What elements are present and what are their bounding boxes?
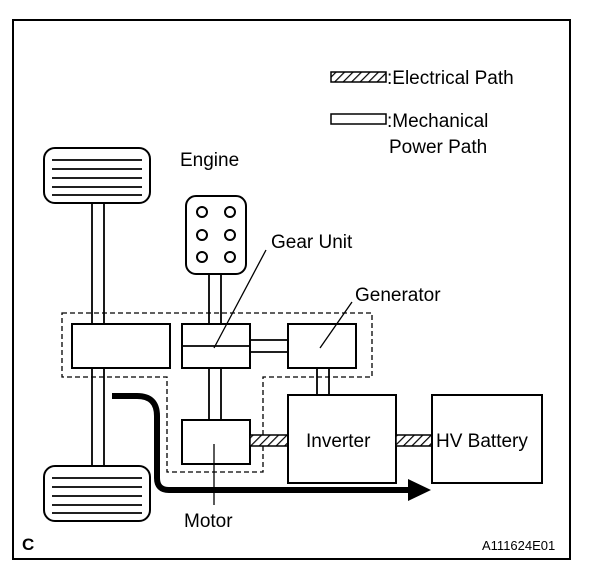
electrical-path-motor-inverter <box>249 434 289 447</box>
electrical-path-swatch <box>330 71 387 83</box>
differential-box <box>71 323 171 369</box>
mechanical-path-swatch <box>330 113 387 125</box>
mechanical-path-label-line2: Power Path <box>389 137 487 158</box>
hv-battery <box>431 394 543 484</box>
motor-label: Motor <box>184 511 233 532</box>
engine <box>185 195 247 275</box>
legend: :Electrical Path :Mechanical Power Path <box>330 68 514 158</box>
power-flow-arrowhead <box>408 479 431 501</box>
mechanical-path-label: :Mechanical <box>387 111 488 132</box>
gear-unit-leader <box>213 249 267 349</box>
engine-label: Engine <box>180 150 239 171</box>
electrical-path-label: :Electrical Path <box>387 68 514 89</box>
gear-unit <box>181 323 251 369</box>
front-wheel <box>43 147 151 204</box>
corner-letter: C <box>22 535 34 554</box>
inverter <box>287 394 397 484</box>
gear-unit-label: Gear Unit <box>271 232 353 253</box>
power-flow-arrow <box>112 393 412 493</box>
transaxle-boundary <box>61 312 373 473</box>
electrical-path-inverter-battery <box>395 434 433 447</box>
generator-label: Generator <box>355 285 441 306</box>
wheel-axle <box>91 203 105 466</box>
hv-battery-label: HV Battery <box>436 431 528 452</box>
figure-frame <box>12 19 571 560</box>
figure-id: A111624E01 <box>482 538 555 553</box>
generator-leader <box>319 301 353 349</box>
inverter-label: Inverter <box>306 431 371 452</box>
motor <box>181 419 251 465</box>
rear-wheel <box>43 465 151 522</box>
